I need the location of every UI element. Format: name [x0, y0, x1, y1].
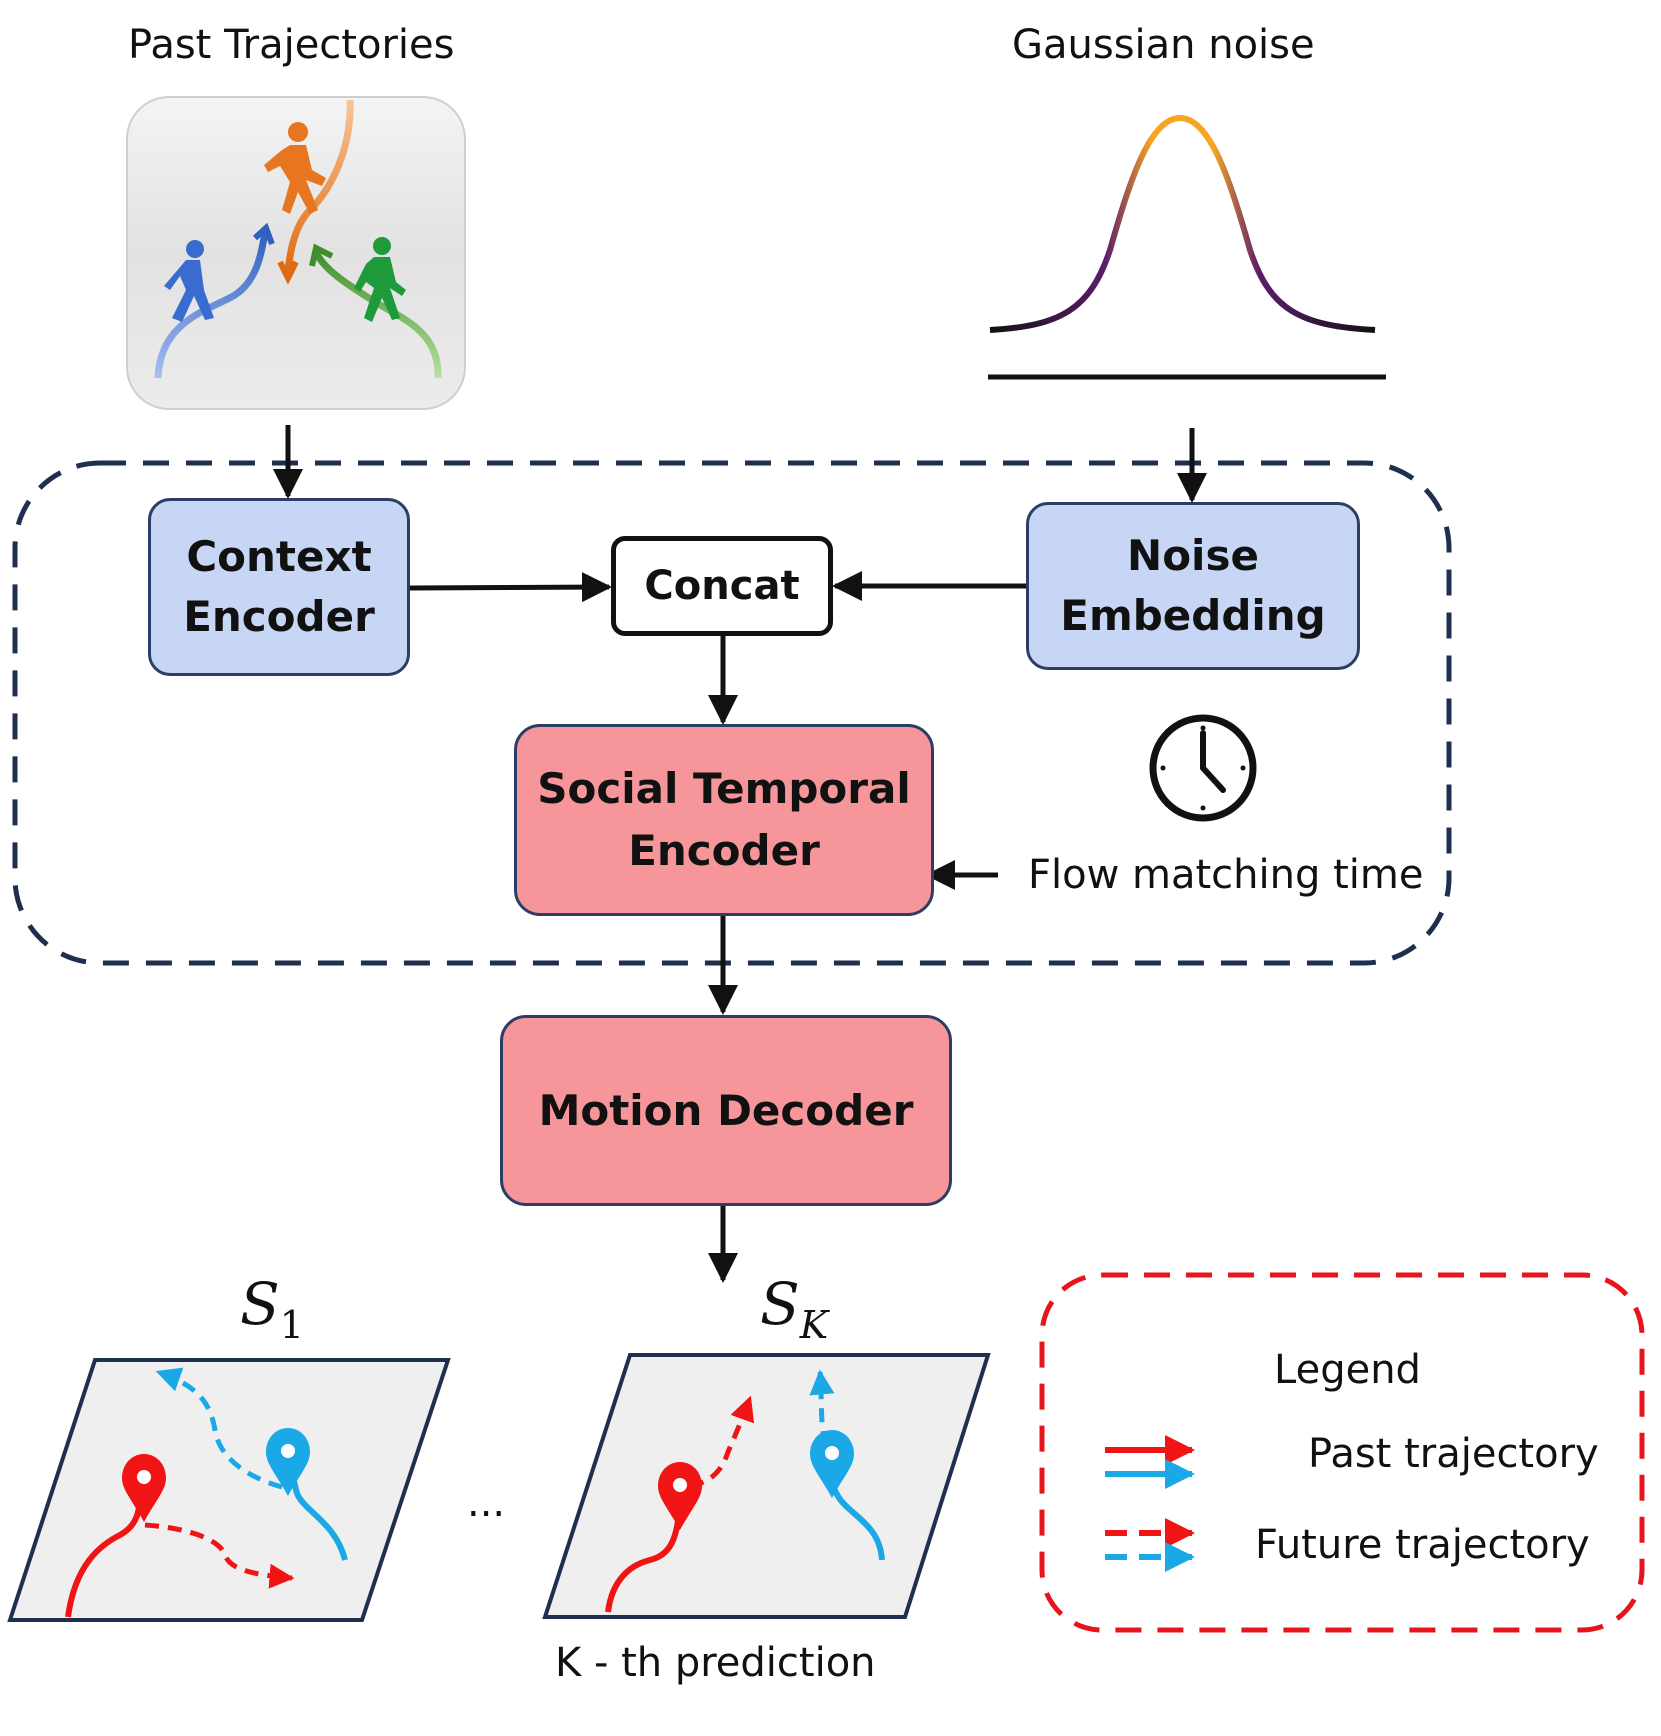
- legend-title: Legend: [1274, 1347, 1421, 1393]
- walker-green-icon: [354, 237, 406, 322]
- past-trajectories-image: [126, 96, 466, 410]
- location-pin-blue-icon: [810, 1430, 854, 1498]
- legend-future-swatch: [1105, 1518, 1195, 1572]
- legend-past-swatch: [1105, 1435, 1195, 1489]
- location-pin-red-icon: [658, 1462, 702, 1530]
- sk-base: S: [760, 1270, 800, 1338]
- sk-label: SK: [760, 1270, 828, 1347]
- ellipsis-label: ...: [467, 1480, 506, 1526]
- s1-base: S: [240, 1270, 280, 1338]
- motion-decoder-label: Motion Decoder: [538, 1086, 914, 1135]
- concat-block: Concat: [611, 536, 833, 636]
- location-pin-red-icon: [122, 1454, 166, 1522]
- sk-subscript: K: [799, 1303, 829, 1347]
- legend-frame: [1039, 1272, 1645, 1633]
- s1-subscript: 1: [279, 1303, 304, 1347]
- kth-prediction-label: K - th prediction: [555, 1640, 876, 1686]
- social-temporal-encoder-line-2: Encoder: [628, 826, 820, 875]
- context-encoder-line-2: Encoder: [183, 592, 375, 641]
- walker-orange-icon: [264, 122, 326, 214]
- prediction-panel-s1: [7, 1358, 451, 1622]
- motion-decoder-block: Motion Decoder: [500, 1015, 952, 1206]
- s1-label: S1: [240, 1270, 304, 1347]
- social-temporal-encoder-block: Social Temporal Encoder: [514, 724, 934, 916]
- gaussian-noise-label: Gaussian noise: [1012, 22, 1315, 68]
- walker-blue-icon: [164, 240, 214, 322]
- prediction-panel-sk: [542, 1353, 991, 1619]
- flow-matching-time-label: Flow matching time: [1028, 852, 1424, 898]
- clock-icon: [1149, 714, 1257, 822]
- location-pin-blue-icon: [266, 1428, 310, 1496]
- gaussian-curve: [988, 114, 1386, 380]
- legend-past-label: Past trajectory: [1308, 1431, 1599, 1477]
- concat-label: Concat: [644, 563, 800, 609]
- noise-embedding-block: Noise Embedding: [1026, 502, 1360, 670]
- flow-model-frame: [12, 460, 1452, 966]
- noise-embedding-line-1: Noise: [1127, 531, 1259, 580]
- context-encoder-line-1: Context: [186, 532, 372, 581]
- context-encoder-block: Context Encoder: [148, 498, 410, 676]
- noise-embedding-line-2: Embedding: [1060, 591, 1326, 640]
- flow-arrows: [273, 425, 1207, 1283]
- legend-future-label: Future trajectory: [1255, 1522, 1590, 1568]
- past-trajectories-label: Past Trajectories: [128, 22, 455, 68]
- social-temporal-encoder-line-1: Social Temporal: [537, 764, 911, 813]
